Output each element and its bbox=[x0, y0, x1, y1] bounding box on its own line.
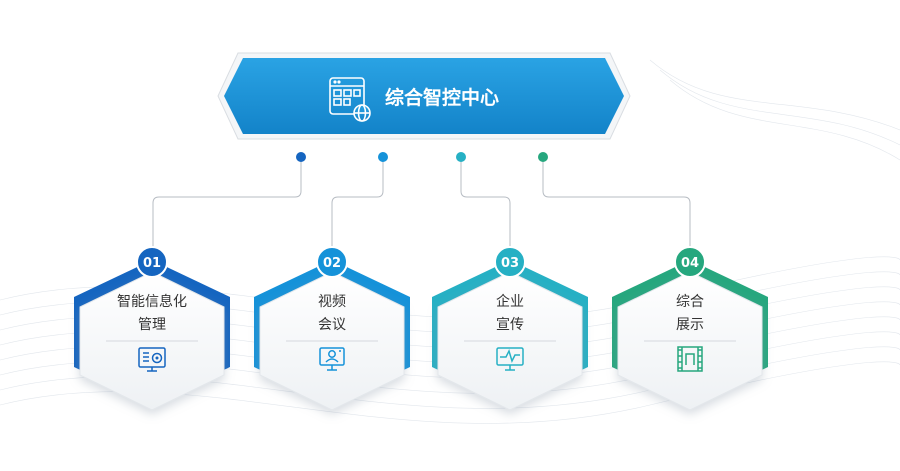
node-badge bbox=[674, 246, 706, 278]
connector-dots bbox=[296, 152, 548, 162]
node-label-line1: 综合 bbox=[676, 294, 704, 310]
node-number: 04 bbox=[681, 256, 699, 271]
node-label-line2: 展示 bbox=[676, 317, 704, 333]
node-label-line1: 视频 bbox=[318, 294, 346, 310]
dashboard-globe-icon bbox=[329, 77, 371, 122]
node-label-line2: 宣传 bbox=[496, 317, 524, 333]
node-label-line1: 智能信息化 bbox=[117, 293, 187, 310]
node-label-line1: 企业 bbox=[496, 293, 524, 310]
node-number: 03 bbox=[501, 256, 519, 271]
monitor-pulse-icon bbox=[496, 347, 524, 371]
hub-banner-fill bbox=[224, 58, 624, 134]
node-label-line2: 会议 bbox=[318, 317, 346, 333]
video-conference-icon bbox=[319, 347, 345, 371]
node-number: 02 bbox=[323, 256, 341, 271]
node-label-line2: 管理 bbox=[138, 317, 166, 333]
node-badge bbox=[136, 246, 168, 278]
connector-dot-1 bbox=[296, 152, 306, 162]
hub-banner: 综合智控中心 bbox=[217, 52, 631, 140]
monitor-gear-icon bbox=[138, 347, 166, 372]
connector-lines bbox=[152, 157, 691, 250]
connector-dot-4 bbox=[538, 152, 548, 162]
node-badge bbox=[494, 246, 526, 278]
film-display-icon bbox=[677, 346, 703, 372]
node-number: 01 bbox=[143, 256, 161, 271]
connector-dot-3 bbox=[456, 152, 466, 162]
node-badge bbox=[316, 246, 348, 278]
hub-title: 综合智控中心 bbox=[385, 86, 499, 109]
connector-dot-2 bbox=[378, 152, 388, 162]
